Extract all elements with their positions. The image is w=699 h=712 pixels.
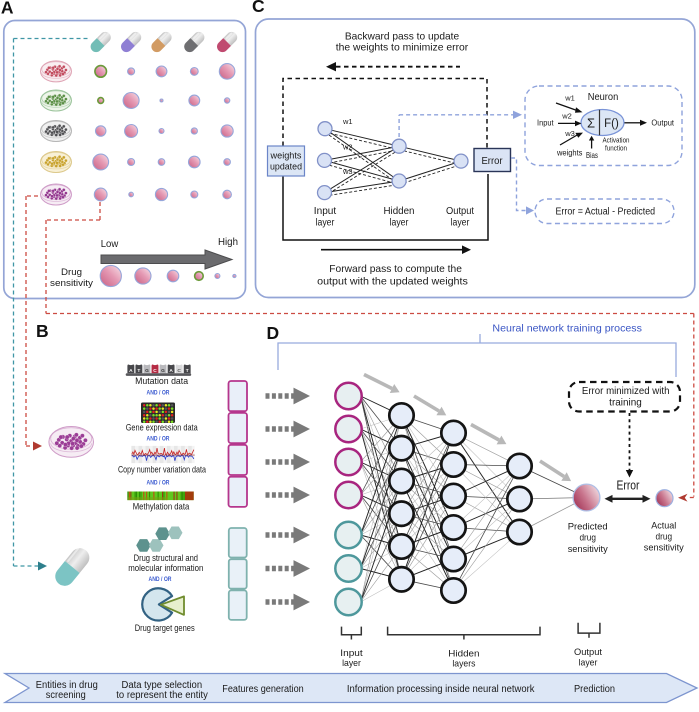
svg-text:training: training	[609, 398, 642, 409]
svg-text:Drug target genes: Drug target genes	[135, 623, 195, 634]
svg-text:AND / OR: AND / OR	[147, 436, 170, 443]
svg-text:Information processing inside: Information processing inside neural net…	[347, 684, 536, 695]
svg-text:AND / OR: AND / OR	[147, 480, 170, 487]
svg-text:Gene expression data: Gene expression data	[126, 423, 199, 434]
svg-text:Drug structural and: Drug structural and	[134, 553, 198, 564]
svg-text:Hidden: Hidden	[448, 649, 479, 660]
svg-text:Error: Error	[617, 479, 640, 493]
svg-text:F(): F()	[604, 118, 619, 130]
svg-text:weights: weights	[556, 148, 582, 158]
svg-text:AND / OR: AND / OR	[149, 576, 172, 583]
svg-text:w3: w3	[342, 167, 353, 176]
svg-text:Predicted: Predicted	[568, 522, 608, 533]
svg-text:G: G	[161, 368, 165, 374]
svg-text:screening: screening	[46, 690, 86, 701]
svg-text:A: A	[1, 0, 14, 17]
svg-text:Methylation data: Methylation data	[133, 502, 190, 513]
svg-text:Backward pass to update: Backward pass to update	[345, 32, 460, 43]
svg-text:Error = Actual - Predicted: Error = Actual - Predicted	[556, 207, 656, 218]
svg-text:AND / OR: AND / OR	[147, 390, 170, 397]
svg-text:w2: w2	[561, 112, 572, 121]
svg-text:updated: updated	[270, 162, 302, 172]
svg-text:Output: Output	[446, 206, 474, 217]
svg-text:Forward pass to compute the: Forward pass to compute the	[329, 264, 462, 275]
svg-text:Features generation: Features generation	[222, 684, 303, 695]
svg-text:sensitivity: sensitivity	[568, 544, 608, 555]
svg-text:layers: layers	[452, 659, 475, 670]
svg-text:Drug: Drug	[61, 267, 82, 278]
svg-text:weights: weights	[269, 151, 302, 161]
svg-text:layer: layer	[342, 658, 361, 669]
svg-text:C: C	[177, 368, 181, 374]
svg-text:Entities in drug: Entities in drug	[36, 680, 98, 691]
svg-text:C: C	[153, 368, 157, 374]
svg-text:drug: drug	[656, 532, 673, 543]
svg-text:Input: Input	[340, 648, 363, 659]
svg-text:layer: layer	[316, 218, 335, 229]
svg-text:T: T	[137, 368, 140, 374]
svg-text:Output: Output	[651, 118, 674, 128]
svg-text:Neural network training proces: Neural network training process	[492, 323, 642, 335]
svg-text:layer: layer	[390, 218, 409, 229]
svg-text:Input: Input	[314, 206, 337, 217]
svg-text:sensitivity: sensitivity	[50, 278, 93, 289]
svg-text:w1: w1	[342, 117, 353, 126]
svg-text:Actual: Actual	[651, 520, 676, 531]
svg-text:Error minimized with: Error minimized with	[582, 386, 670, 397]
svg-text:molecular information: molecular information	[128, 563, 203, 574]
svg-text:Σ: Σ	[587, 116, 595, 131]
svg-text:Data type selection: Data type selection	[122, 680, 203, 691]
svg-text:w1: w1	[564, 94, 575, 103]
svg-text:output with the updated weight: output with the updated weights	[317, 277, 468, 288]
svg-text:w3: w3	[564, 129, 575, 138]
svg-text:layer: layer	[579, 658, 598, 669]
svg-text:Input: Input	[537, 118, 554, 128]
svg-text:Bias: Bias	[586, 151, 598, 160]
svg-text:A: A	[129, 368, 133, 374]
svg-text:Activation: Activation	[603, 136, 630, 145]
svg-text:w2: w2	[342, 143, 353, 152]
svg-text:Hidden: Hidden	[384, 206, 415, 217]
svg-text:Prediction: Prediction	[574, 684, 615, 695]
svg-text:function: function	[605, 144, 627, 153]
svg-text:T: T	[186, 368, 189, 374]
svg-text:drug: drug	[579, 533, 596, 544]
svg-text:B: B	[36, 321, 49, 341]
svg-text:layer: layer	[451, 218, 470, 229]
svg-text:Mutation data: Mutation data	[135, 376, 189, 387]
svg-text:D: D	[267, 323, 280, 343]
svg-text:A: A	[169, 368, 173, 374]
svg-text:Low: Low	[101, 238, 119, 250]
svg-text:Output: Output	[574, 647, 602, 658]
svg-text:the weights to minimize error: the weights to minimize error	[336, 43, 469, 54]
svg-text:Copy number variation data: Copy number variation data	[118, 465, 207, 476]
svg-text:High: High	[218, 236, 238, 248]
svg-text:Error: Error	[482, 156, 504, 167]
svg-text:G: G	[145, 368, 149, 374]
svg-text:Neuron: Neuron	[588, 91, 619, 103]
svg-text:C: C	[252, 0, 265, 16]
svg-text:sensitivity: sensitivity	[644, 542, 684, 553]
svg-text:to represent the entity: to represent the entity	[116, 690, 208, 701]
